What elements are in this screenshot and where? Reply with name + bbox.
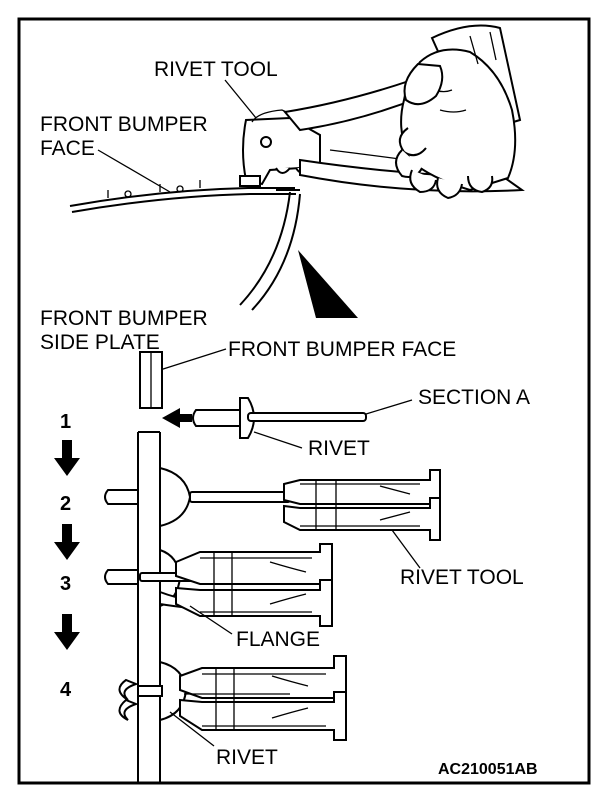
rivet-tool-top-leader [224,79,257,119]
bumper-face-top-label-line2: FACE [40,137,95,160]
rivet-bottom-label: RIVET [216,746,278,769]
arrow-down-icon [54,440,80,476]
arrow-down-icon [54,524,80,560]
rivet-tool-mid-label: RIVET TOOL [400,566,524,589]
rivet-bottom-leader [169,711,215,747]
side-plate-section-step1 [139,351,163,409]
flange-label: FLANGE [236,628,320,651]
diagram-frame [17,17,591,785]
rivet-step4 [118,660,188,722]
hand-illustration [395,24,522,200]
step-number-4: 4 [60,679,72,701]
figure-code: AC210051AB [438,761,538,778]
section-a-leader [365,399,413,415]
bumper-face-top-leader [97,149,171,193]
bumper-face-top-label-line1: FRONT BUMPER [40,113,208,136]
rivet-step1 [192,397,367,439]
side-plate-label-line2: SIDE PLATE [40,331,160,354]
rivet-tool-mid-leader [391,529,421,569]
rivet-step2 [104,466,291,528]
rivet-tool-top-label: RIVET TOOL [154,58,278,81]
rivet-tool-step2 [283,469,441,541]
rivet-tool-step4 [179,655,347,741]
step-number-1: 1 [60,411,71,433]
triangle-pointer-icon [298,250,358,318]
step-number-2: 2 [60,493,71,515]
step-number-3: 3 [60,573,71,595]
bumper-face-mid-leader [159,348,227,371]
rivet-mid-leader [253,431,303,449]
rivet-mid-label: RIVET [308,437,370,460]
side-plate-label-line1: FRONT BUMPER [40,307,208,330]
rivet-tool-step3 [175,543,333,627]
arrow-left-icon [162,408,192,428]
bumper-face-top-illustration [69,180,301,311]
bumper-face-mid-label: FRONT BUMPER FACE [228,338,456,361]
section-a-label: SECTION A [418,386,530,409]
flange-leader [189,605,233,635]
arrow-down-icon [54,614,80,650]
side-plate-section-long [137,431,161,783]
